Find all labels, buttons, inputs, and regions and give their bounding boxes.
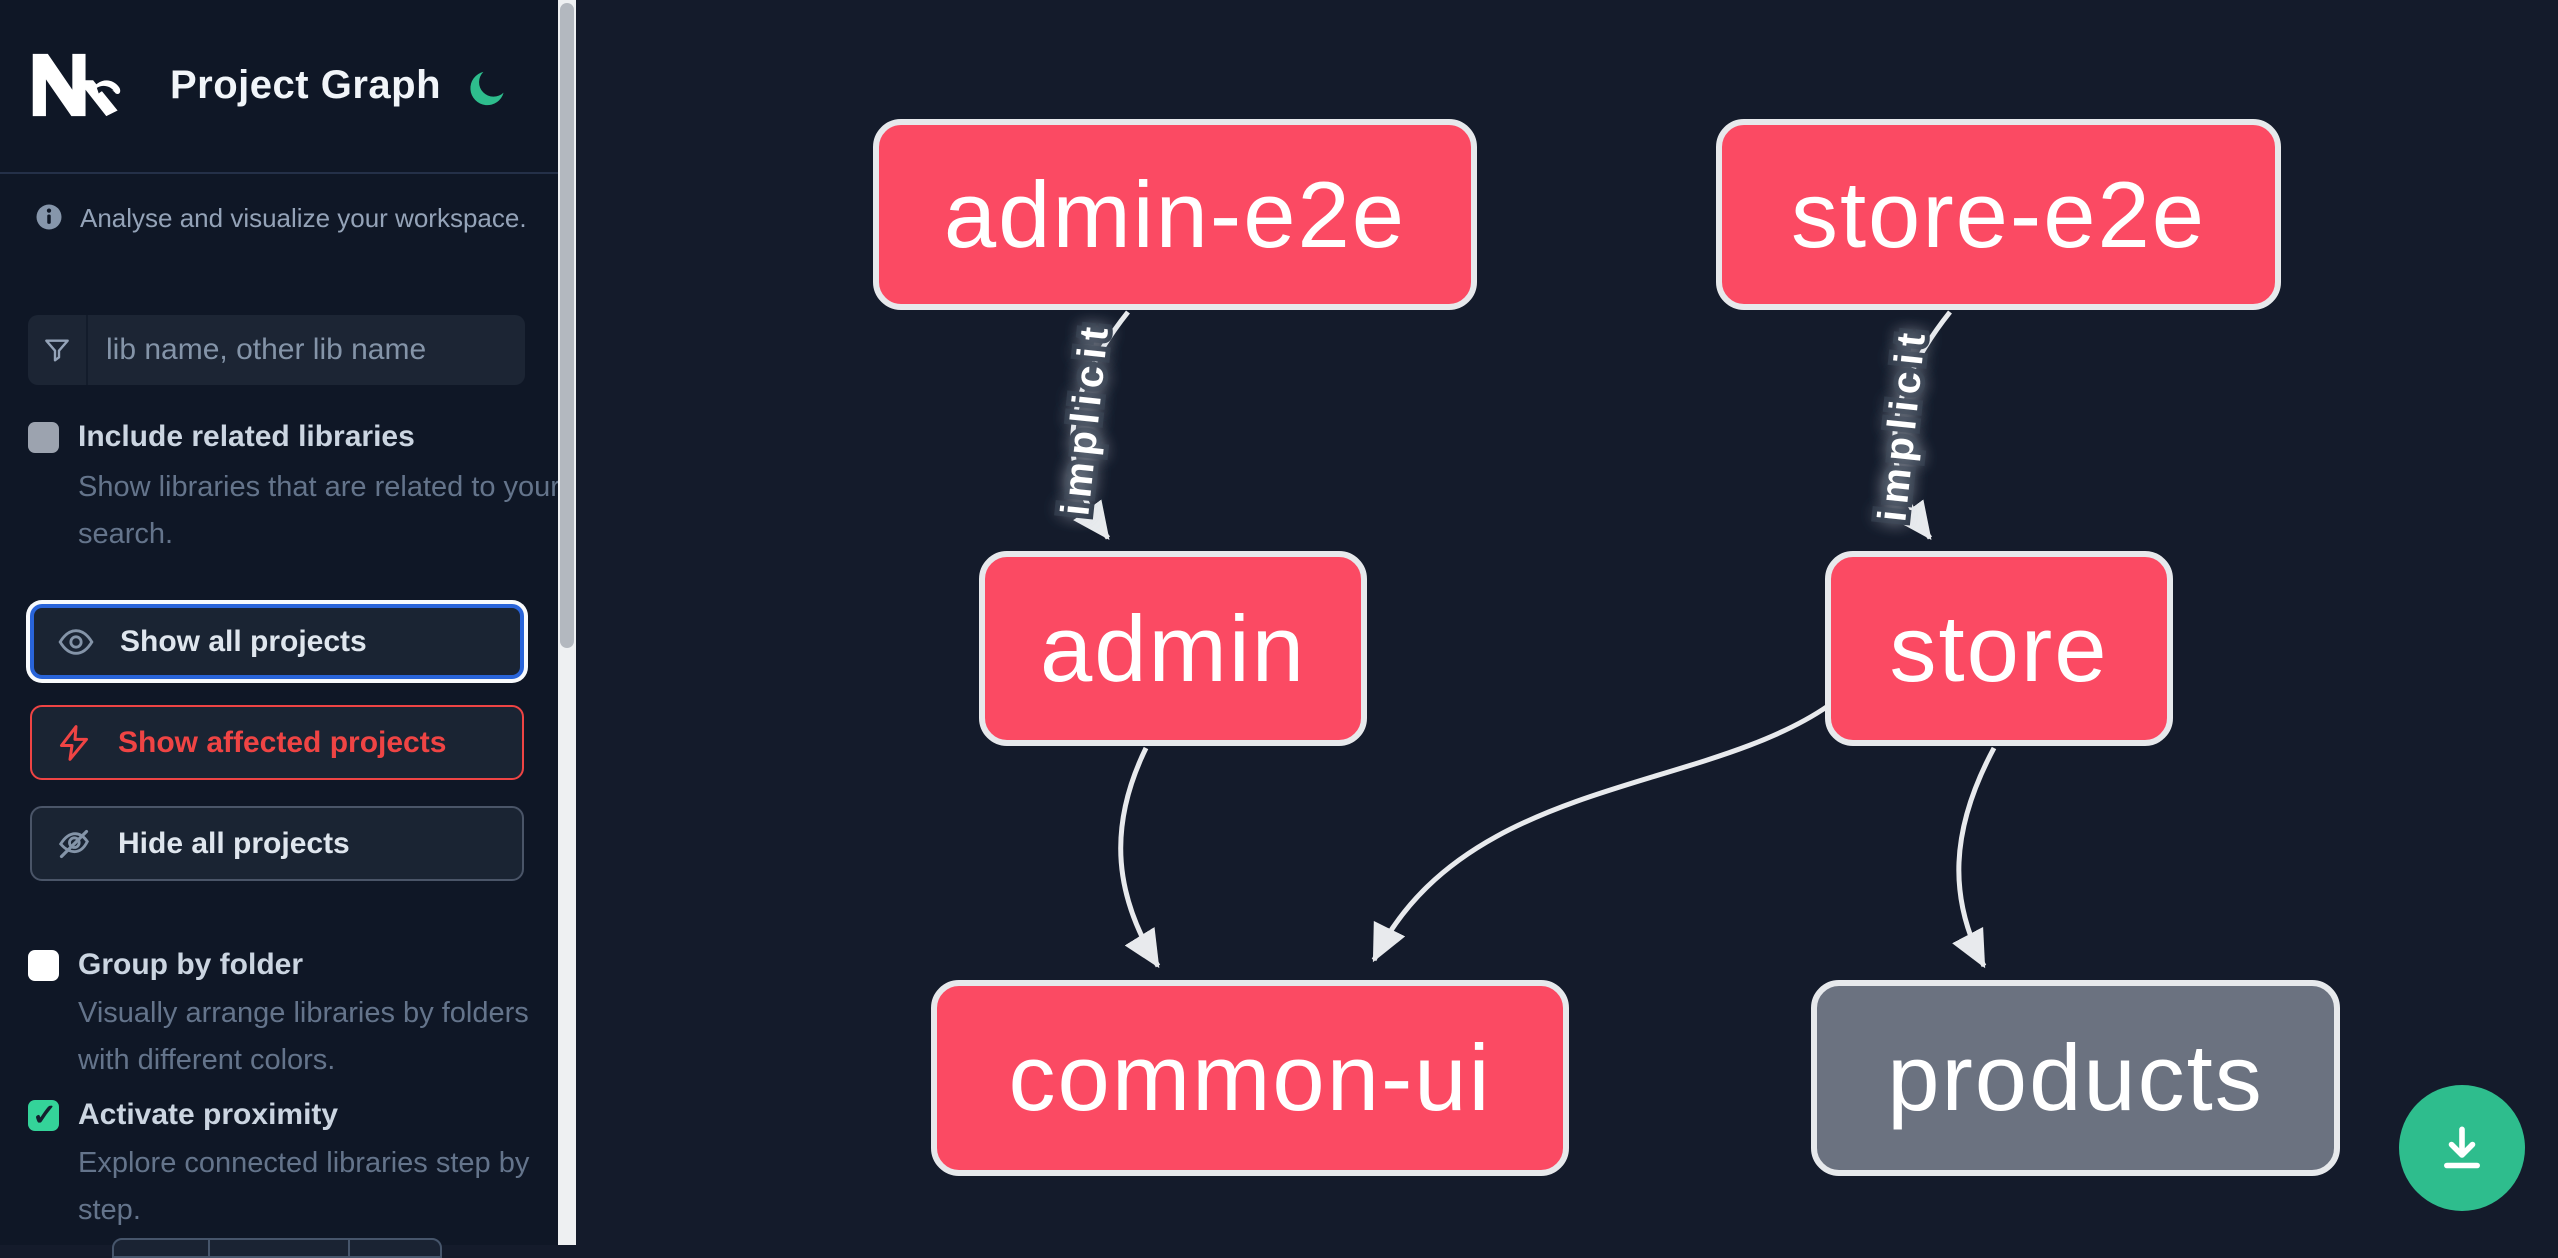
nx-logo: [32, 53, 121, 117]
search-input[interactable]: [88, 317, 525, 383]
graph-node-store[interactable]: store: [1825, 551, 2173, 746]
download-image-button[interactable]: [2399, 1085, 2525, 1211]
checkbox-group-by-folder[interactable]: [28, 950, 59, 981]
graph-node-products[interactable]: products: [1811, 980, 2340, 1176]
download-icon: [2444, 1126, 2480, 1169]
toggle-label: Activate proximity: [78, 1098, 339, 1131]
checkbox-include-related[interactable]: [28, 422, 59, 453]
show-all-projects-button[interactable]: Show all projects: [30, 604, 524, 679]
page-title: Project Graph: [170, 63, 442, 107]
toggle-description: Visually arrange libraries by folders wi…: [78, 997, 529, 1076]
graph-node-store-e2e[interactable]: store-e2e: [1716, 119, 2281, 310]
sidebar: Project Graph Analyse and visualize your…: [0, 0, 560, 1258]
sidebar-scrollbar-track[interactable]: [558, 0, 576, 1245]
workspace-tagline: Analyse and visualize your workspace.: [80, 203, 527, 233]
toggle-description: Show libraries that are related to your …: [78, 471, 560, 550]
info-icon: [36, 204, 62, 230]
sidebar-scrollbar-thumb[interactable]: [560, 3, 574, 648]
edge-store-common-ui: [1371, 703, 1830, 963]
button-label: Show affected projects: [118, 725, 447, 759]
stepper-segment[interactable]: [350, 1240, 440, 1256]
edge-admin-common-ui: [1118, 746, 1161, 969]
stepper-segment[interactable]: [114, 1240, 210, 1256]
sidebar-header: Project Graph: [0, 0, 558, 172]
eye-icon: [58, 628, 94, 655]
proximity-stepper-group: [112, 1238, 442, 1258]
checkbox-activate-proximity[interactable]: [28, 1098, 59, 1133]
stepper-segment[interactable]: [210, 1240, 350, 1256]
show-affected-projects-button[interactable]: Show affected projects: [30, 705, 524, 780]
filter-funnel-icon: [28, 315, 88, 385]
filter-search-box: [28, 315, 525, 385]
hide-all-projects-button[interactable]: Hide all projects: [30, 806, 524, 881]
toggle-description: Explore connected libraries step by step…: [78, 1147, 530, 1226]
toggle-label: Include related libraries: [78, 420, 415, 453]
edge-store-products: [1952, 746, 1997, 969]
header-divider: [0, 172, 558, 174]
graph-node-common-ui[interactable]: common-ui: [931, 980, 1569, 1176]
bolt-icon: [60, 724, 88, 761]
button-label: Hide all projects: [118, 826, 350, 860]
button-label: Show all projects: [120, 624, 367, 658]
eye-off-icon: [58, 829, 89, 858]
graph-node-admin-e2e[interactable]: admin-e2e: [873, 119, 1477, 310]
moon-theme-toggle-icon[interactable]: [466, 66, 510, 110]
graph-node-admin[interactable]: admin: [979, 551, 1367, 746]
toggle-label: Group by folder: [78, 948, 303, 981]
